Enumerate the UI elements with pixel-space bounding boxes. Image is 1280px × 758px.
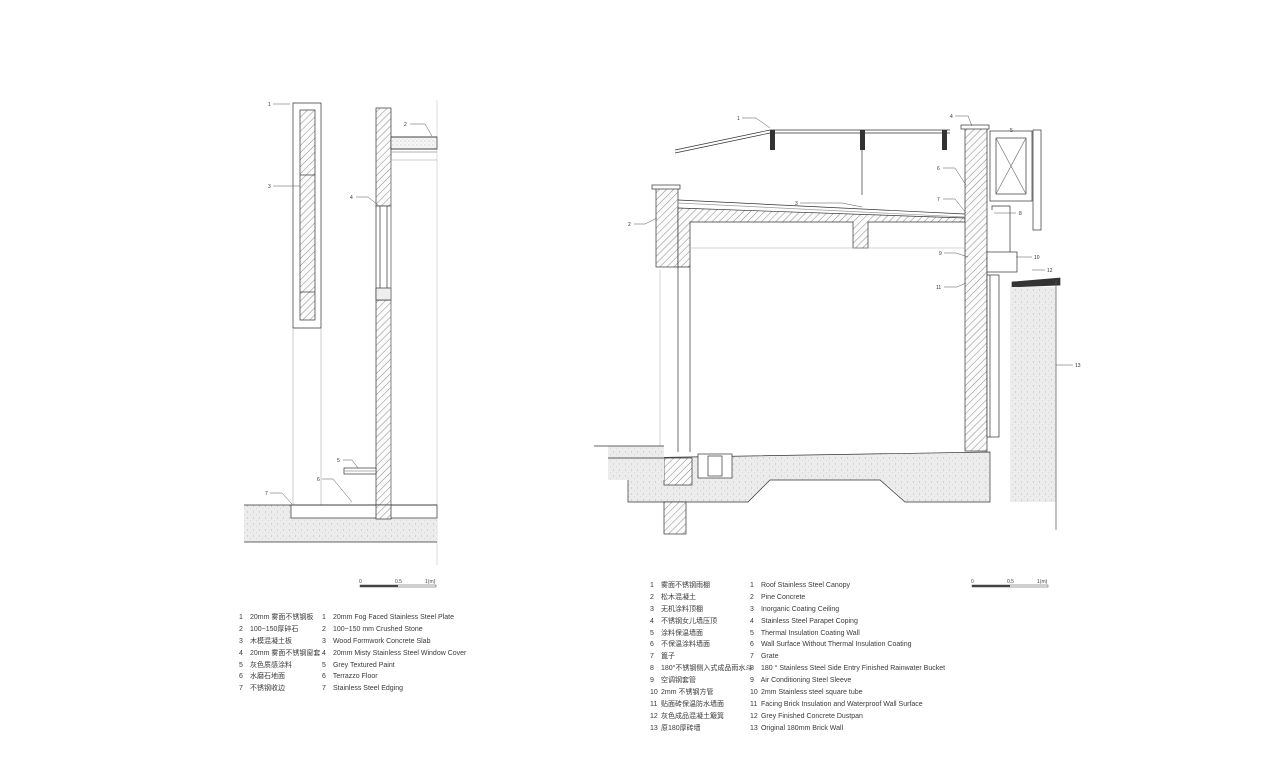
left-tag-5: 5 xyxy=(337,458,340,464)
left-section xyxy=(244,100,438,565)
legend-row: 7 不锈钢收边 xyxy=(239,685,285,693)
right-tag-11: 11 xyxy=(936,285,941,291)
legend-row: 9 空调钢套管 xyxy=(650,677,696,685)
right-leader-lines xyxy=(634,115,1073,366)
legend-row: 12 灰色成品混凝土簸箕 xyxy=(650,712,724,720)
legend-row: 7 Stainless Steel Edging xyxy=(322,685,403,693)
legend-row: 2 Pine Concrete xyxy=(750,593,806,601)
legend-row: 3 木模混凝土板 xyxy=(239,637,292,645)
legend-row: 13 原180厚砖墙 xyxy=(650,724,701,732)
left-tag-4: 4 xyxy=(350,195,353,201)
legend-row: 1 雾面不锈钢雨棚 xyxy=(650,582,710,589)
legend-row: 10 2mm 不锈钢方管 xyxy=(650,689,714,697)
right-tag-10: 10 xyxy=(1034,255,1040,261)
legend-row: 13 Original 180mm Brick Wall xyxy=(750,724,844,732)
legend-row: 2 松木混凝土 xyxy=(650,593,696,601)
legend-row: 3 Wood Formwork Concrete Slab xyxy=(322,637,431,645)
legend-row: 6 不保温涂料墙面 xyxy=(650,641,710,649)
legend-row: 8 180°不锈钢侧入式成品雨水斗 xyxy=(650,665,753,673)
legend-row: 10 2mm Stainless steel square tube xyxy=(750,689,863,697)
legend-row: 5 Thermal Insulation Coating Wall xyxy=(750,629,860,637)
right-scale-bar: 0 0.5 1(m) xyxy=(971,579,1049,588)
legend-row: 6 Wall Surface Without Thermal Insulatio… xyxy=(750,641,912,649)
left-tag-2: 2 xyxy=(404,122,407,128)
right-tag-7: 7 xyxy=(937,197,940,203)
right-tag-4: 4 xyxy=(950,114,953,120)
left-leader-lines xyxy=(270,103,433,505)
legend-row: 11 Facing Brick Insulation and Waterproo… xyxy=(750,700,923,708)
legend-row: 7 Grate xyxy=(750,653,779,661)
left-scale-label-end: 1(m) xyxy=(425,579,436,585)
left-legend-cn: 1 20mm 雾面不锈钢板 2 100~150厚碎石 3 木模混凝土板 4 20… xyxy=(239,612,320,695)
legend-row: 9 Air Conditioning Steel Sleeve xyxy=(750,677,852,685)
left-detail-tags: 1 2 3 4 5 6 7 xyxy=(265,102,407,497)
legend-row: 5 灰色质感涂料 xyxy=(239,661,292,669)
left-tag-6: 6 xyxy=(317,477,320,483)
legend-row: 1 Roof Stainless Steel Canopy xyxy=(750,582,851,589)
legend-row: 3 无机涂料顶棚 xyxy=(650,605,703,613)
legend-row: 2 100~150 mm Crushed Stone xyxy=(322,625,423,633)
legend-row: 2 100~150厚碎石 xyxy=(239,625,299,633)
legend-row: 4 20mm 雾面不锈钢窗套 xyxy=(239,649,321,657)
legend-row: 11 贴面砖保温防水墙面 xyxy=(650,700,724,708)
left-scale-label-0: 0 xyxy=(359,579,362,585)
legend-row: 3 Inorganic Coating Ceiling xyxy=(750,605,840,613)
legend-row: 6 水磨石地面 xyxy=(239,673,285,681)
legend-row: 4 20mm Misty Stainless Steel Window Cove… xyxy=(322,649,467,657)
left-tag-7: 7 xyxy=(265,491,268,497)
legend-row: 7 篦子 xyxy=(650,653,675,661)
right-section xyxy=(594,124,1061,535)
legend-row: 4 不锈钢女儿墙压顶 xyxy=(650,617,717,625)
legend-row: 1 20mm 雾面不锈钢板 xyxy=(239,614,314,621)
right-scale-label-end: 1(m) xyxy=(1037,579,1048,585)
left-scale-label-half: 0.5 xyxy=(395,579,402,585)
right-tag-12: 12 xyxy=(1047,268,1053,274)
legend-row: 5 涂料保温墙面 xyxy=(650,629,703,637)
legend-row: 4 Stainless Steel Parapet Coping xyxy=(750,617,858,625)
right-tag-5: 5 xyxy=(1010,128,1013,134)
right-tag-2: 2 xyxy=(628,222,631,228)
left-tag-3: 3 xyxy=(268,184,271,190)
legend-row: 12 Grey Finished Concrete Dustpan xyxy=(750,712,863,720)
right-tag-3: 3 xyxy=(795,201,798,207)
right-tag-6: 6 xyxy=(937,166,940,172)
right-tag-8: 8 xyxy=(1019,211,1022,217)
legend-row: 6 Terrazzo Floor xyxy=(322,673,378,681)
left-legend-en: 1 20mm Fog Faced Stainless Steel Plate 2… xyxy=(322,612,466,695)
right-scale-label-half: 0.5 xyxy=(1007,579,1014,585)
right-tag-9: 9 xyxy=(939,251,942,257)
left-tag-1: 1 xyxy=(268,102,271,108)
right-scale-label-0: 0 xyxy=(971,579,974,585)
right-legend-cn: 1 雾面不锈钢雨棚 2 松木混凝土 3 无机涂料顶棚 4 不锈钢女儿墙压顶 5 … xyxy=(650,580,752,735)
right-tag-13: 13 xyxy=(1075,363,1081,369)
right-legend-en: 1 Roof Stainless Steel Canopy 2 Pine Con… xyxy=(750,580,945,735)
right-tag-1: 1 xyxy=(737,116,740,122)
right-detail-tags: 1 2 3 4 5 6 7 8 9 10 11 12 13 xyxy=(628,114,1081,369)
legend-row: 1 20mm Fog Faced Stainless Steel Plate xyxy=(322,614,454,621)
legend-row: 5 Grey Textured Paint xyxy=(322,661,395,669)
left-scale-bar: 0 0.5 1(m) xyxy=(359,579,437,588)
legend-row: 8 180 ° Stainless Steel Side Entry Finis… xyxy=(750,665,946,673)
